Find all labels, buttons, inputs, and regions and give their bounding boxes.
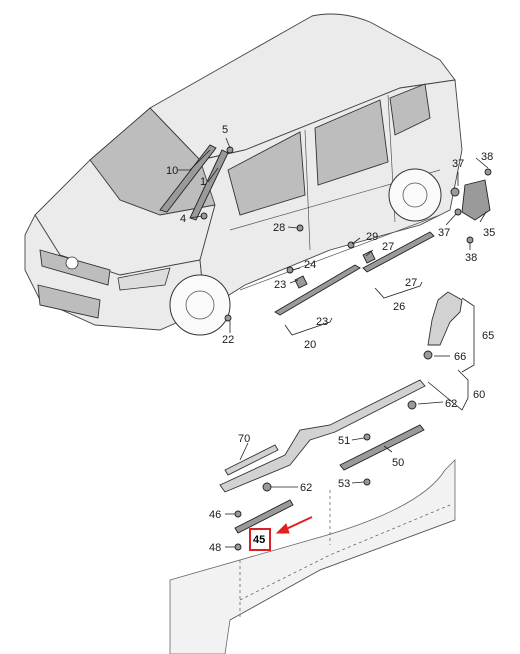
rear-sill-trim: [362, 231, 435, 273]
vehicle-illustration: [24, 13, 463, 336]
front-wheel: [169, 274, 231, 336]
clip-icon: [423, 350, 433, 360]
rocker-panel-edge: [229, 519, 456, 621]
callout-24: 24: [304, 259, 316, 271]
callout-50: 50: [392, 457, 404, 469]
callout-48: 48: [209, 542, 221, 554]
callout-46: 46: [209, 509, 221, 521]
callout-66: 66: [454, 351, 466, 363]
bolt-icon: [234, 543, 242, 551]
callout-22: 22: [222, 334, 234, 346]
clip-icon: [407, 400, 417, 410]
callout-62-upper: 62: [445, 398, 457, 410]
front-sill-trim: [274, 264, 361, 316]
callout-38-top: 38: [481, 151, 493, 163]
bolt-icon: [363, 433, 371, 441]
callout-27-clip: 27: [382, 241, 394, 253]
callout-70: 70: [238, 433, 250, 445]
windshield-trim-strip: [159, 144, 217, 213]
car-sill-line: [239, 214, 441, 291]
leader-lines: [178, 137, 489, 548]
callout-38-bottom: 38: [465, 252, 477, 264]
clip-icon: [362, 250, 376, 264]
rear-bracket: [461, 179, 491, 221]
car-front-window: [227, 131, 306, 216]
callout-35: 35: [483, 227, 495, 239]
clip-icon: [294, 275, 308, 289]
callout-29: 29: [366, 231, 378, 243]
highlight-box: [249, 528, 271, 551]
callout-20: 20: [304, 339, 316, 351]
car-door-line: [304, 129, 311, 251]
bolt-icon: [224, 314, 232, 322]
sill-panel: [219, 379, 426, 493]
callout-23-trim: 23: [316, 316, 328, 328]
callout-23-clip: 23: [274, 279, 286, 291]
highlighted-trim-strip: [234, 499, 294, 534]
clip-icon: [262, 482, 272, 492]
rocker-body-panel: [169, 459, 456, 654]
callout-10: 10: [166, 165, 178, 177]
car-headlight: [117, 267, 171, 291]
callout-37-bottom: 37: [438, 227, 450, 239]
callout-37-top: 37: [452, 158, 464, 170]
bolt-icon: [234, 510, 242, 518]
callout-51: 51: [338, 435, 350, 447]
front-wheel-hub: [185, 290, 215, 320]
brand-logo-icon: [65, 256, 79, 270]
a-pillar-trim-strip: [189, 149, 229, 221]
rear-wheel: [388, 168, 442, 222]
sill-seal-strip: [339, 424, 425, 471]
callout-27-trim: 27: [405, 277, 417, 289]
car-lower-grille: [37, 284, 101, 319]
nut-icon: [450, 187, 460, 197]
callout-1: 1: [200, 176, 206, 188]
bolt-icon: [484, 168, 492, 176]
sill-end-cap: [427, 291, 463, 346]
callout-62-lower: 62: [300, 482, 312, 494]
car-rear-window: [314, 99, 389, 186]
sill-cover-strip: [224, 444, 279, 476]
highlight-arrow: [275, 516, 313, 534]
car-side-body: [199, 79, 463, 311]
callout-26: 26: [393, 301, 405, 313]
callout-45: 45: [253, 534, 265, 546]
bolt-icon: [466, 236, 474, 244]
callout-4: 4: [180, 213, 186, 225]
callout-65: 65: [482, 330, 494, 342]
callout-60: 60: [473, 389, 485, 401]
clip-icon: [454, 208, 462, 216]
callout-53: 53: [338, 478, 350, 490]
callout-28: 28: [273, 222, 285, 234]
bolt-icon: [363, 478, 371, 486]
car-quarter-window: [389, 83, 431, 136]
rocker-panel-guide: [239, 504, 451, 601]
callout-5: 5: [222, 124, 228, 136]
rear-wheel-hub: [402, 182, 428, 208]
